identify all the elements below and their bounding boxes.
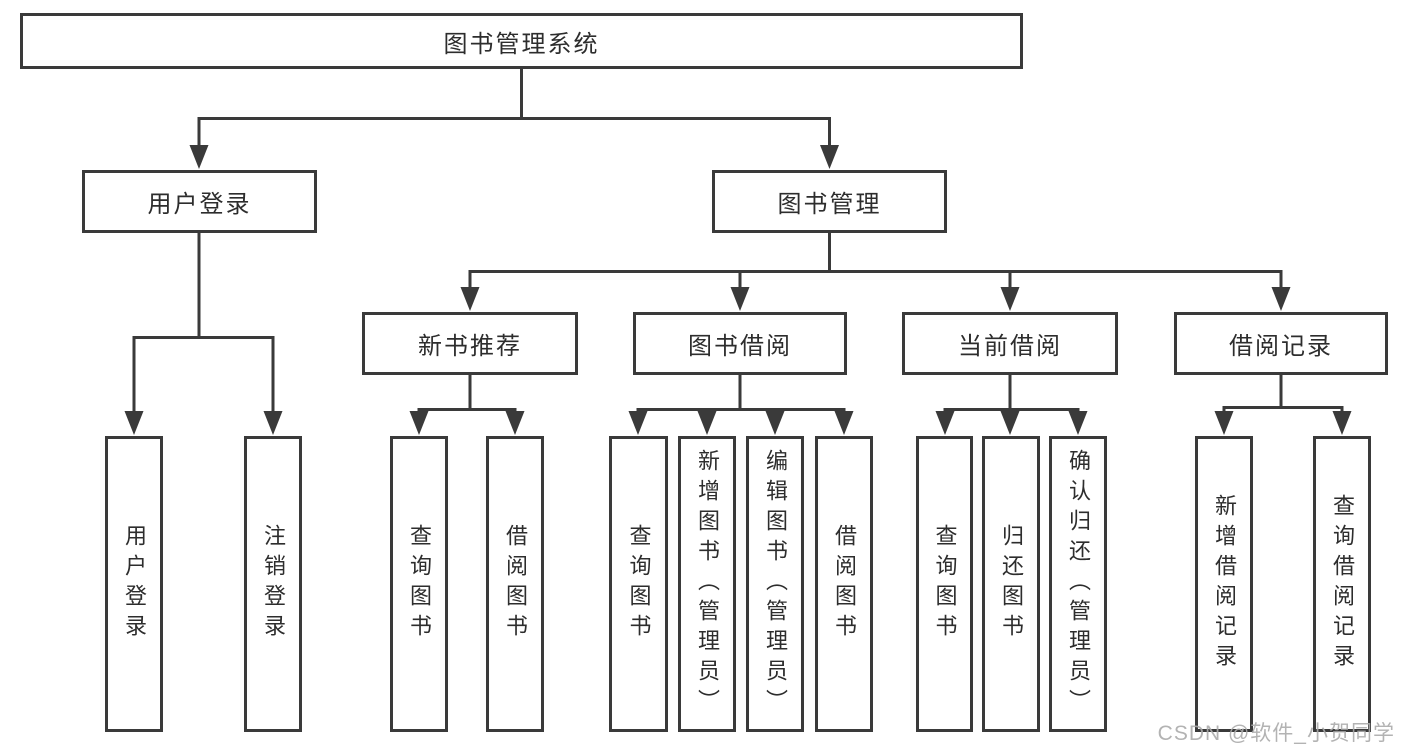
leaf-logout: 注销登录	[244, 436, 302, 732]
node-book-management: 图书管理	[712, 170, 947, 233]
leaf-records-query: 查询借阅记录	[1313, 436, 1371, 732]
node-book-borrow-label: 图书借阅	[688, 333, 792, 360]
leaf-current-return-label: 归还图书	[999, 524, 1024, 644]
node-current-borrow: 当前借阅	[902, 312, 1118, 375]
leaf-records-add-label: 新增借阅记录	[1212, 494, 1237, 674]
leaf-newbook-query: 查询图书	[390, 436, 448, 732]
leaf-borrow-borrow: 借阅图书	[815, 436, 873, 732]
leaf-records-query-label: 查询借阅记录	[1330, 494, 1355, 674]
leaf-borrow-query: 查询图书	[609, 436, 668, 732]
leaf-current-confirm-admin: 确认归还（管理员）	[1049, 436, 1107, 732]
node-current-borrow-label: 当前借阅	[958, 333, 1062, 360]
connector-login-to-leaves	[132, 233, 275, 413]
node-user-login-label: 用户登录	[147, 191, 252, 218]
leaf-user-login: 用户登录	[105, 436, 163, 732]
arrowheads	[124, 145, 1352, 435]
leaf-borrow-borrow-label: 借阅图书	[832, 524, 857, 644]
node-new-book-recommend: 新书推荐	[362, 312, 578, 375]
node-borrow-records-label: 借阅记录	[1229, 333, 1333, 360]
leaf-user-login-label: 用户登录	[122, 524, 147, 644]
leaf-borrow-add-admin: 新增图书（管理员）	[678, 436, 736, 732]
leaf-borrow-add-admin-label: 新增图书（管理员）	[695, 449, 720, 719]
node-borrow-records: 借阅记录	[1174, 312, 1388, 375]
leaf-current-confirm-admin-label: 确认归还（管理员）	[1066, 449, 1091, 719]
leaf-newbook-query-label: 查询图书	[407, 524, 432, 644]
node-root-label: 图书管理系统	[443, 30, 600, 58]
leaf-records-add: 新增借阅记录	[1195, 436, 1253, 732]
connector-root-to-level2	[197, 69, 831, 149]
leaf-current-return: 归还图书	[982, 436, 1040, 732]
node-book-borrow: 图书借阅	[633, 312, 847, 375]
connector-borrow-to-leaves	[636, 375, 846, 413]
connector-current-to-leaves	[943, 375, 1080, 413]
leaf-current-query-label: 查询图书	[932, 524, 958, 644]
connector-mgmt-to-level3	[468, 233, 1283, 290]
watermark: CSDN @软件_小贺同学	[1157, 722, 1395, 745]
leaf-newbook-borrow: 借阅图书	[486, 436, 544, 732]
leaf-current-query: 查询图书	[916, 436, 973, 732]
leaf-logout-label: 注销登录	[261, 524, 286, 644]
node-book-management-label: 图书管理	[777, 191, 882, 218]
node-new-book-recommend-label: 新书推荐	[418, 333, 522, 360]
leaf-borrow-edit-admin-label: 编辑图书（管理员）	[763, 449, 788, 719]
connector-records-to-leaves	[1222, 375, 1344, 413]
connector-newbook-to-leaves	[417, 375, 517, 413]
leaf-newbook-borrow-label: 借阅图书	[503, 524, 528, 644]
node-root: 图书管理系统	[20, 13, 1023, 69]
node-user-login: 用户登录	[82, 170, 317, 233]
leaf-borrow-edit-admin: 编辑图书（管理员）	[746, 436, 804, 732]
leaf-borrow-query-label: 查询图书	[626, 524, 652, 644]
